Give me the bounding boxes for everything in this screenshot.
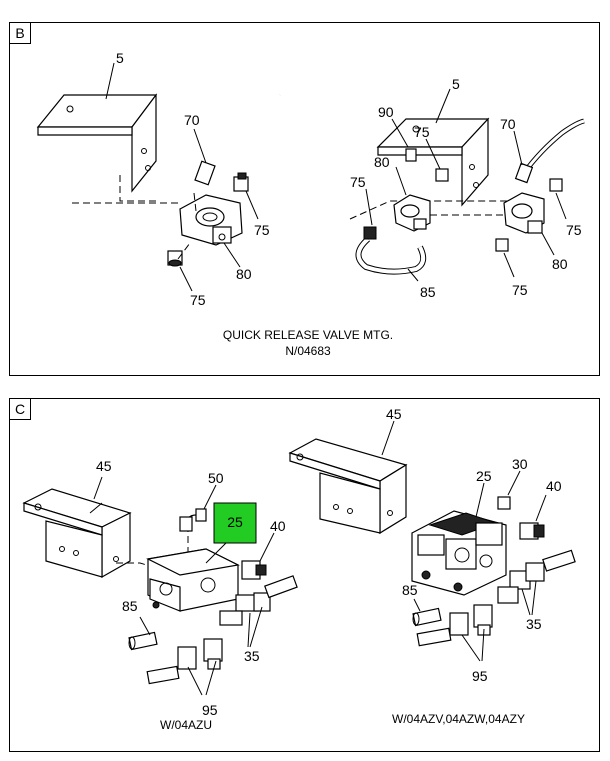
- callout-b-right-bracket: 5: [452, 76, 460, 92]
- panel-b-caption-title: QUICK RELEASE VALVE MTG.: [223, 328, 393, 342]
- callout-b-right-valve-right: 80: [552, 256, 568, 272]
- callout-b-right-fitting-left: 75: [350, 174, 366, 190]
- left-fitting-right: [233, 172, 249, 192]
- callout-c-right-bracket: 45: [386, 406, 402, 422]
- callout-c-left-tee: 95: [202, 702, 218, 718]
- right-fitting-c: [519, 522, 545, 540]
- left-valve-c: [146, 548, 240, 612]
- right-plug-c: [412, 607, 442, 627]
- callout-c-right-fitting: 40: [546, 478, 562, 494]
- right-valve-c: [411, 510, 507, 596]
- right-fitting-right: [549, 178, 563, 192]
- left-connector-c: [219, 575, 298, 626]
- callout-c-left-fitting: 40: [270, 518, 286, 534]
- left-tee-c: [146, 638, 223, 685]
- right-bracket: [376, 117, 490, 207]
- panel-c-tag: C: [9, 398, 31, 420]
- left-bracket-c: [22, 488, 132, 579]
- callout-b-right-fitting-right: 75: [566, 222, 582, 238]
- callout-c-left-plug: 85: [122, 598, 138, 614]
- callout-c-right-plug: 85: [402, 582, 418, 598]
- callout-c-left-valve: 25: [227, 514, 243, 530]
- left-plug-c: [128, 631, 158, 651]
- right-valve-right: [503, 192, 545, 234]
- highlight-box-25: [213, 502, 257, 544]
- left-fitting-bottom: [167, 250, 183, 267]
- right-hose: [355, 226, 427, 275]
- left-fitting-c: [241, 560, 267, 580]
- panel-b-caption-code: N/04683: [285, 344, 331, 358]
- right-elbow-tube: [514, 118, 585, 184]
- callout-c-left-connector: 35: [244, 648, 260, 664]
- callout-b-right-fitting-top: 75: [414, 124, 430, 140]
- callout-c-right-tee: 95: [472, 668, 488, 684]
- right-valve-left: [393, 194, 431, 232]
- right-connector-c: [497, 549, 576, 604]
- panel-b-drawing: 5 70 75 75 80: [36, 50, 585, 358]
- right-fitting-top: [435, 168, 449, 182]
- left-elbow-c: [179, 508, 207, 532]
- panel-b: B: [9, 22, 600, 376]
- right-bracket-c: [288, 438, 408, 535]
- left-valve: [179, 194, 243, 246]
- callout-b-left-fitting-right: 75: [254, 222, 270, 238]
- callout-b-right-hose: 85: [420, 284, 436, 300]
- callout-c-right-valve: 25: [476, 468, 492, 484]
- callout-b-left-elbow: 70: [184, 112, 200, 128]
- callout-b-right-fitting-bottom: 75: [512, 282, 528, 298]
- left-elbow-tube: [194, 93, 281, 186]
- panel-c-left-caption: W/04AZU: [160, 718, 212, 732]
- callout-b-left-bracket: 5: [116, 50, 124, 66]
- callout-c-right-fitting-top: 30: [512, 456, 528, 472]
- right-fitting-bottom: [495, 238, 509, 252]
- panel-c-drawing: 45 50 25 40: [22, 406, 576, 732]
- callout-c-left-elbow: 50: [208, 470, 224, 486]
- callout-c-left-bracket: 45: [96, 458, 112, 474]
- callout-c-right-connector: 35: [526, 616, 542, 632]
- callout-b-left-fitting-bottom: 75: [190, 292, 206, 308]
- callout-b-left-valve: 80: [236, 266, 252, 282]
- right-plug: [405, 148, 417, 162]
- right-fitting-top-c: [497, 496, 511, 510]
- callout-b-right-plug: 90: [378, 104, 394, 120]
- panel-c: C 45 50: [9, 398, 600, 752]
- left-bracket: [36, 93, 158, 193]
- panel-c-right-caption: W/04AZV,04AZW,04AZY: [392, 712, 525, 726]
- panel-b-tag: B: [9, 22, 31, 44]
- callout-b-right-elbow: 70: [500, 116, 516, 132]
- callout-b-right-valve-left: 80: [374, 154, 390, 170]
